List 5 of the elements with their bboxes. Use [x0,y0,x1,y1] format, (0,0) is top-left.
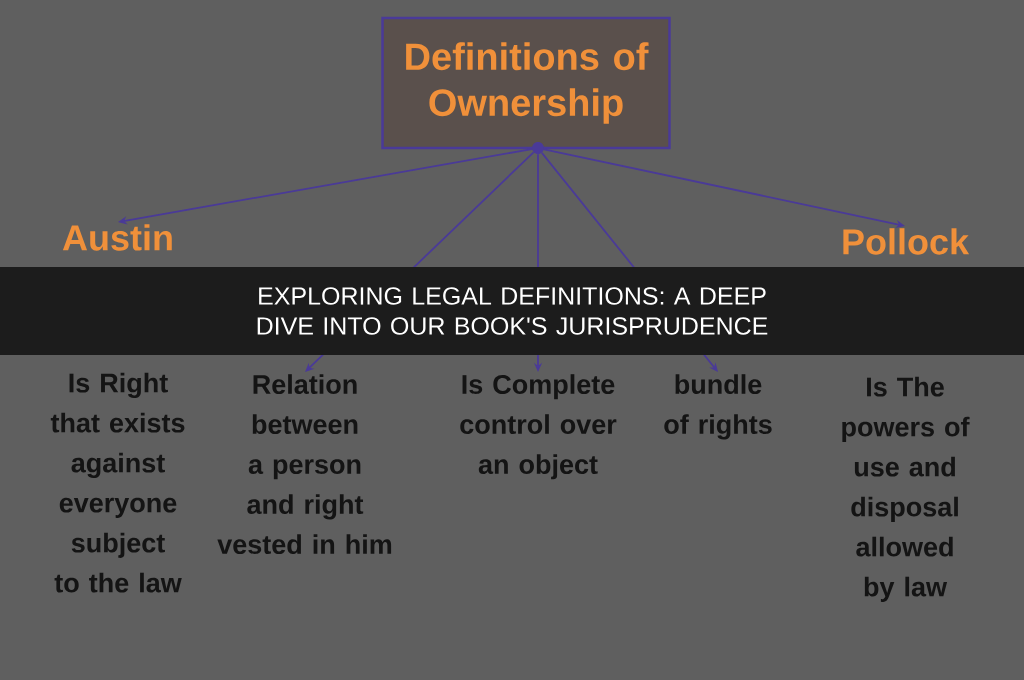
title-banner: EXPLORING LEGAL DEFINITIONS: A DEEP DIVE INTO OUR BOOK'S JURISPRUDENCE [0,267,1024,355]
definition-text: Relation between a person and right vested in him [217,374,392,555]
title-box: Definitions of Ownership [381,16,671,150]
definition-text: Is Complete control over an object [460,374,617,480]
definition-text: bundle of rights [664,374,772,440]
